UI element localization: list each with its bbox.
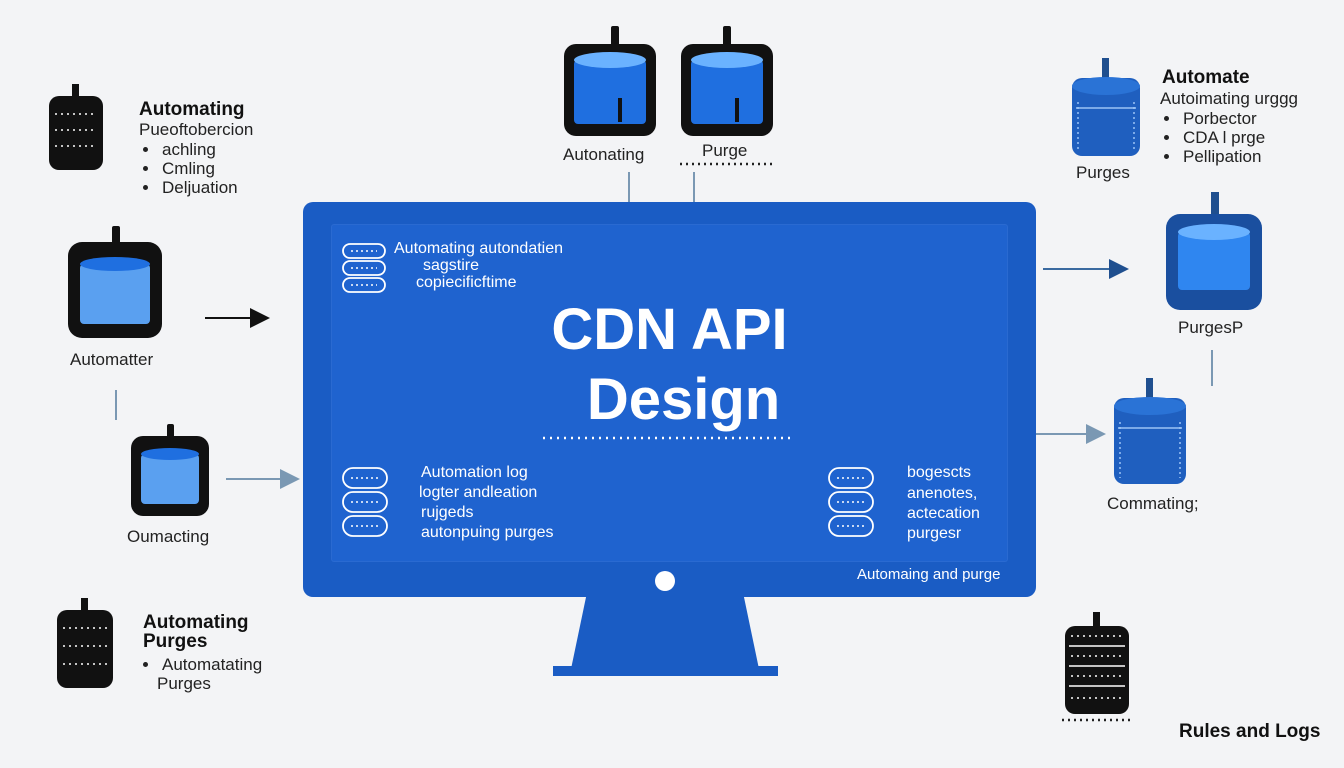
screen-left-text-4: autonpuing purges (421, 524, 554, 541)
left-block4-list: Automatating (139, 655, 262, 674)
screen-left-text-2: logter andleation (419, 484, 538, 501)
left-block1-heading: Automating (139, 99, 245, 120)
right-footer-label: Rules and Logs (1179, 721, 1321, 742)
list-item: Automatating (139, 655, 262, 674)
screen-top-text-1: Automating autondatien (394, 240, 564, 257)
monitor-base (553, 666, 778, 676)
database-icon (68, 226, 162, 338)
left-block1-subheading: Pueoftobercion (139, 120, 254, 139)
database-icon (131, 424, 209, 516)
database-icon (49, 84, 103, 170)
server-stack-icon (342, 243, 386, 293)
list-item: achling (139, 140, 238, 159)
server-stack-icon (342, 467, 388, 537)
list-item: Pellipation (1160, 147, 1265, 166)
right-block1-subheading: Autoimating urggg (1160, 89, 1298, 108)
database-icon (1114, 378, 1186, 484)
screen-top-text-2: sagstire (423, 257, 480, 274)
database-icon (1166, 192, 1262, 310)
list-item: Cmling (139, 159, 238, 178)
screen-left-text-1: Automation log (421, 464, 528, 481)
right-block1-list: Porbector CDA l prge Pellipation (1160, 109, 1265, 166)
list-item: CDA l prge (1160, 128, 1265, 147)
left-node3-label: Oumacting (127, 527, 210, 546)
right-block1-cylinder-label: Purges (1076, 163, 1130, 182)
left-block4-heading-2: Purges (143, 631, 208, 652)
database-icon (57, 598, 113, 688)
database-icon (564, 26, 656, 136)
database-icon (1065, 612, 1129, 714)
right-node2-label: PurgesP (1178, 318, 1244, 337)
left-node2-label: Automatter (70, 350, 154, 369)
server-stack-icon (828, 467, 874, 537)
screen-top-text-3: copiecificftime (416, 274, 517, 291)
monitor: Automating autondatien sagstire copiecif… (303, 202, 1036, 597)
monitor-screen: Automating autondatien sagstire copiecif… (331, 224, 1008, 562)
left-block4-continuation: Purges (157, 674, 211, 693)
title-underline (543, 436, 795, 440)
screen-left-text-3: rujgeds (421, 504, 474, 521)
top-left-label: Autonating (563, 145, 645, 164)
left-block4-heading-1: Automating (143, 612, 249, 633)
right-node3-label: Commating; (1107, 494, 1199, 513)
title-line-1: CDN API (551, 297, 788, 362)
screen-footer-text: Automaing and purge (857, 566, 1001, 583)
screen-right-text-1: bogescts (907, 464, 972, 481)
monitor-stand (571, 597, 759, 669)
power-button[interactable] (655, 571, 675, 591)
top-right-label: Purge (702, 141, 748, 160)
left-block1-list: achling Cmling Deljuation (139, 140, 238, 197)
list-item: Deljuation (139, 178, 238, 197)
database-icon (681, 26, 773, 136)
title-line-2: Design (586, 367, 781, 432)
list-item: Porbector (1160, 109, 1265, 128)
screen-right-text-3: actecation (907, 505, 980, 522)
screen-right-text-4: purgesr (907, 525, 962, 542)
right-block1-heading: Automate (1162, 67, 1250, 88)
screen-right-text-2: anenotes, (907, 485, 978, 502)
database-icon (1072, 58, 1140, 156)
